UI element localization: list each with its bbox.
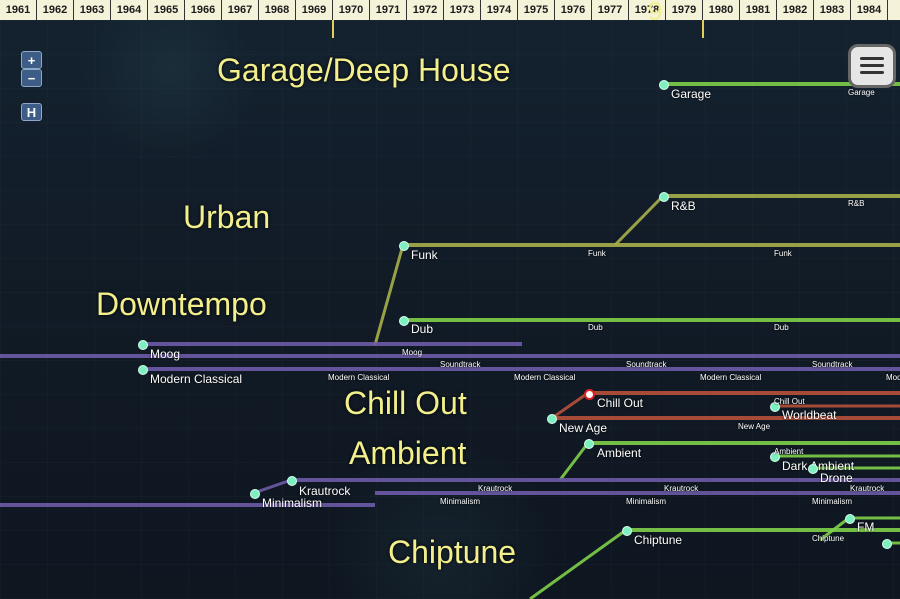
genre-label-new-age[interactable]: New Age (559, 421, 608, 435)
track-label-funk-2: Funk (774, 249, 792, 258)
scene-title-downtempo[interactable]: Downtempo (96, 286, 267, 322)
track-label-minimalism-2: Minimalism (626, 497, 666, 506)
track-label-modern-classical-2: Modern Classical (514, 373, 576, 382)
scene-title-chill-out[interactable]: Chill Out (344, 385, 467, 421)
genre-label-garage[interactable]: Garage (671, 87, 712, 101)
genre-node-new-age[interactable] (547, 414, 557, 424)
zoom-in-button[interactable]: + (21, 51, 42, 69)
year-1969: 1969 (296, 0, 333, 20)
menu-bar-bottom (860, 71, 884, 74)
genre-label-ambient[interactable]: Ambient (597, 446, 642, 460)
track-label-dub-1: Dub (588, 323, 603, 332)
track-label-minimalism-1: Minimalism (440, 497, 480, 506)
year-1963: 1963 (74, 0, 111, 20)
year-1962: 1962 (37, 0, 74, 20)
year-1983: 1983 (814, 0, 851, 20)
track-label-krautrock-3: Krautrock (850, 484, 885, 493)
genre-node-funk[interactable] (399, 241, 409, 251)
genre-node-minimalism[interactable] (250, 489, 260, 499)
track-label-chill-out: Chill Out (774, 397, 805, 406)
year-1968: 1968 (259, 0, 296, 20)
track-label-chiptune: Chiptune (812, 534, 845, 543)
genre-label-minimalism[interactable]: Minimalism (262, 496, 322, 510)
decade-tick (332, 20, 334, 38)
genre-label-fm[interactable]: FM (857, 520, 875, 534)
year-1967: 1967 (222, 0, 259, 20)
track-label-modern-classical-1: Modern Classical (328, 373, 390, 382)
genre-node-garage[interactable] (659, 80, 669, 90)
year-1984: 1984 (851, 0, 888, 20)
year-1978: 1978 (629, 0, 666, 20)
genre-label-dub[interactable]: Dub (411, 322, 434, 336)
genre-node-chiptune[interactable] (622, 526, 632, 536)
menu-bar-top (860, 57, 884, 60)
track-label-moog: Moog (402, 348, 423, 357)
genre-node-krautrock[interactable] (287, 476, 297, 486)
genre-node-worldbeat[interactable] (770, 402, 780, 412)
year-1964: 1964 (111, 0, 148, 20)
track-label-krautrock-1: Krautrock (478, 484, 513, 493)
genre-label-moog[interactable]: Moog (150, 347, 181, 361)
year-1971: 1971 (370, 0, 407, 20)
genre-node-moog[interactable] (138, 340, 148, 350)
genre-node-modern-classical[interactable] (138, 365, 148, 375)
track-label-modern-classical-3: Modern Classical (700, 373, 762, 382)
genre-node-fm[interactable] (845, 514, 855, 524)
track-label-soundtrack-1: Soundtrack (440, 360, 481, 369)
track-label-funk-1: Funk (588, 249, 606, 258)
genre-label-chiptune[interactable]: Chiptune (634, 533, 683, 547)
track-label-rnb: R&B (848, 199, 865, 208)
scene-title-chiptune[interactable]: Chiptune (388, 534, 517, 570)
genre-label-drone[interactable]: Drone (820, 471, 853, 485)
track-label-dub-2: Dub (774, 323, 789, 332)
year-1981: 1981 (740, 0, 777, 20)
year-1961: 1961 (0, 0, 37, 20)
genre-label-dark-ambient[interactable]: Dark Ambient (782, 459, 855, 473)
genre-node-rnb[interactable] (659, 192, 669, 202)
zoom-out-button[interactable]: − (21, 69, 42, 87)
genre-node-offscreen[interactable] (882, 539, 892, 549)
track-label-garage: Garage (848, 88, 875, 97)
year-1970: 1970 (333, 0, 370, 20)
scene-title-urban[interactable]: Urban (183, 199, 271, 235)
genre-label-funk[interactable]: Funk (411, 248, 438, 262)
year-1973: 1973 (444, 0, 481, 20)
year-1972: 1972 (407, 0, 444, 20)
genre-label-modern-classical[interactable]: Modern Classical (150, 372, 243, 386)
scene-title-ambient[interactable]: Ambient (349, 435, 467, 471)
year-1976: 1976 (555, 0, 592, 20)
genre-label-krautrock[interactable]: Krautrock (299, 484, 351, 498)
genre-label-rnb[interactable]: R&B (671, 199, 696, 213)
genre-node-drone[interactable] (808, 464, 818, 474)
genre-label-worldbeat[interactable]: Worldbeat (782, 408, 837, 422)
decade-tick (702, 20, 704, 38)
genre-label-chill-out[interactable]: Chill Out (597, 396, 644, 410)
genre-node-ambient[interactable] (584, 439, 594, 449)
track-label-minimalism-3: Minimalism (812, 497, 852, 506)
menu-bar-middle (860, 64, 884, 67)
track-label-new-age: New Age (738, 422, 771, 431)
genre-node-chill-out[interactable] (584, 389, 595, 400)
track-label-ambient: Ambient (774, 447, 804, 456)
year-1977: 1977 (592, 0, 629, 20)
genre-node-dark-ambient[interactable] (770, 452, 780, 462)
year-1982: 1982 (777, 0, 814, 20)
track-label-soundtrack-2: Soundtrack (626, 360, 667, 369)
year-1966: 1966 (185, 0, 222, 20)
partial-year-glyph: 9 (648, 0, 663, 20)
year-1965: 1965 (148, 0, 185, 20)
year-1980: 1980 (703, 0, 740, 20)
year-1979: 1979 (666, 0, 703, 20)
scene-title-garage-deep-house[interactable]: Garage/Deep House (217, 52, 511, 88)
track-label-krautrock-2: Krautrock (664, 484, 699, 493)
track-label-soundtrack-3: Soundtrack (812, 360, 853, 369)
year-1974: 1974 (481, 0, 518, 20)
year-1975: 1975 (518, 0, 555, 20)
genre-node-dub[interactable] (399, 316, 409, 326)
track-label-modern-classical-4: Mod (886, 373, 900, 382)
home-button[interactable]: H (21, 103, 42, 121)
hamburger-icon[interactable] (848, 44, 896, 88)
